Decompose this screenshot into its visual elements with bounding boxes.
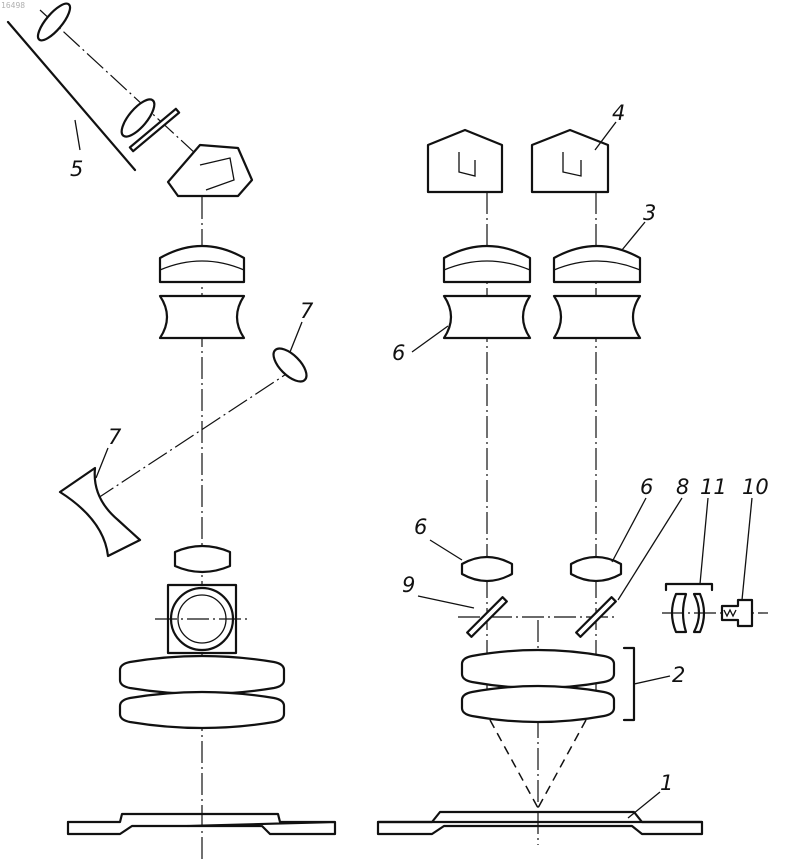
ray-right [538,720,586,808]
eyepiece-tube [8,22,135,170]
label-3: 3 [643,201,656,225]
label-9: 9 [402,573,415,597]
branch-lens-concave [60,468,140,556]
corner-id-text: 16498 [1,1,25,10]
left-objective-pair-bottom [120,692,284,728]
label-8: 8 [676,475,689,499]
label-4: 4 [612,101,625,125]
ray-left [490,720,538,808]
label-10: 10 [742,475,769,499]
label-6-upper: 6 [392,341,405,365]
roof-prism-left [428,130,502,192]
label-2: 2 [672,663,685,687]
label-7-lower: 7 [108,425,122,449]
roof-prism-right [532,130,608,192]
right-convex-lens-left [444,246,530,282]
left-instrument [8,0,335,860]
eyepiece-lens-top [33,0,75,45]
left-stage-base [68,822,188,834]
left-small-lens [175,546,230,572]
right-small-lens-right [571,557,621,581]
left-objective-pair-top [120,656,284,694]
right-objective-bottom [462,686,614,722]
branch-lens-convex [268,343,312,387]
label-5: 5 [70,157,83,181]
label-7-upper: 7 [300,299,314,323]
beam-splitter-cube [155,585,248,653]
right-stage-base [378,822,702,834]
right-small-lens-left [462,557,512,581]
right-convex-lens-right [554,246,640,282]
objective-bracket [624,648,634,720]
label-1: 1 [660,771,673,795]
right-concave-lens-left [444,296,530,338]
label-6-right: 6 [640,475,653,499]
right-objective-top [462,650,614,688]
branch-axis [95,365,300,500]
left-objective-concave [160,296,244,338]
label-11: 11 [700,475,727,499]
right-concave-lens-right [554,296,640,338]
left-objective-convex [160,246,244,282]
lamp-icon [722,600,752,626]
label-6-left: 6 [414,515,427,539]
